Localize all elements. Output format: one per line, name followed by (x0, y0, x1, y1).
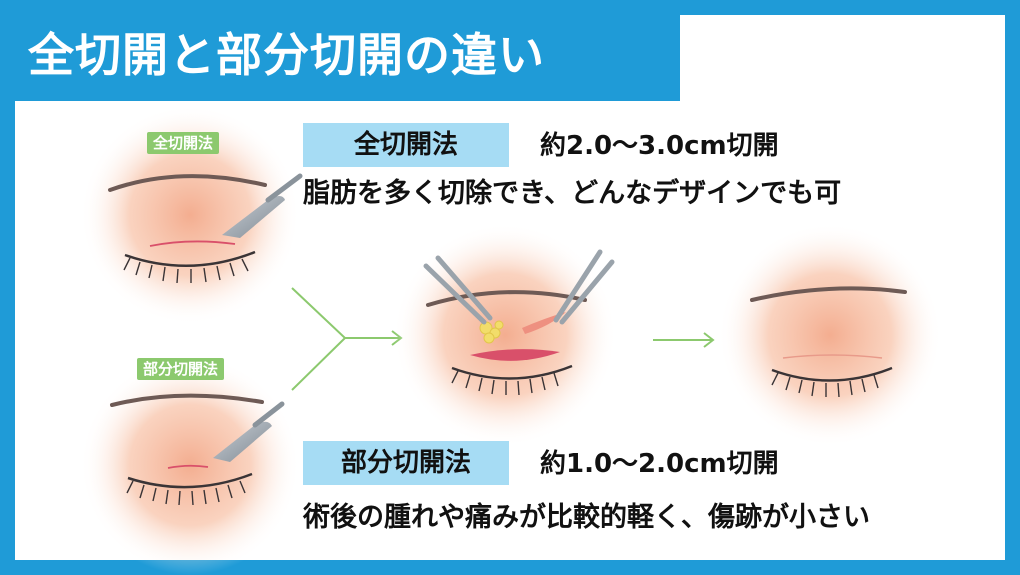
merge-arrow (291, 287, 403, 391)
partial-method-length: 約1.0〜2.0cm切開 (540, 449, 779, 479)
full-method-description: 脂肪を多く切除でき、どんなデザインでも可 (303, 178, 842, 209)
eye-result (718, 223, 942, 447)
title-bar-white-fill (680, 15, 1005, 105)
partial-method-description: 術後の腫れや痛みが比較的軽く、傷跡が小さい (303, 502, 870, 533)
result-arrow (653, 332, 715, 348)
full-method-label: 全切開法 (303, 123, 509, 167)
eye-during-surgery (393, 223, 617, 447)
tag-full-incision: 全切開法 (147, 132, 220, 154)
partial-method-label: 部分切開法 (303, 441, 509, 485)
eye-partial-incision (80, 355, 300, 575)
tag-partial-incision: 部分切開法 (137, 358, 225, 380)
page-title: 全切開と部分切開の違い (28, 28, 545, 82)
full-method-length: 約2.0〜3.0cm切開 (540, 131, 779, 161)
eye-full-incision (80, 105, 303, 325)
